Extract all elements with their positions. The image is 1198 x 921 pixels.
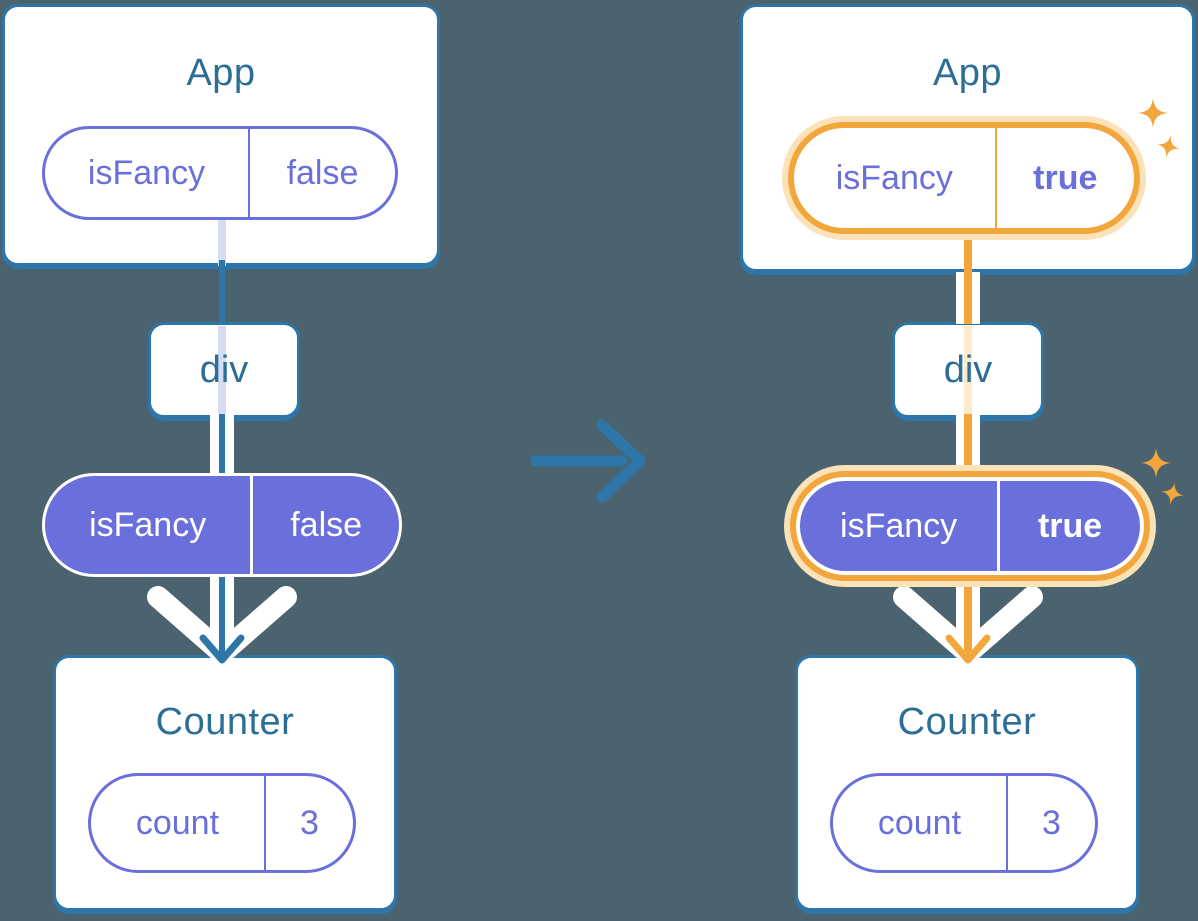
passed-prop-pill-before: isFancy false	[42, 473, 402, 577]
app-title: App	[186, 52, 256, 94]
state-name-label: count	[833, 776, 1008, 870]
passed-prop-pill-after: isFancy true	[796, 477, 1144, 575]
state-value-label: 3	[1041, 803, 1061, 842]
prop-value-label: true	[1033, 158, 1098, 197]
prop-name-label: isFancy	[45, 129, 250, 217]
app-prop-pill-after: isFancy true	[788, 122, 1140, 234]
prop-name-label: isFancy	[794, 128, 997, 228]
count-pill-before: count 3	[88, 773, 356, 873]
prop-value-label: true	[1037, 506, 1103, 545]
div-label: div	[199, 348, 249, 391]
state-name-label: count	[91, 776, 266, 870]
counter-title: Counter	[155, 701, 295, 743]
app-prop-pill-before: isFancy false	[42, 126, 398, 220]
sparkle-icon	[1141, 448, 1171, 478]
prop-name-label: isFancy	[800, 481, 1001, 571]
sparkle-icon	[1161, 482, 1184, 505]
prop-name-label: isFancy	[45, 476, 254, 574]
prop-value-label: false	[290, 505, 363, 544]
app-title: App	[932, 52, 1003, 94]
state-value-label: 3	[299, 803, 319, 842]
counter-title: Counter	[897, 701, 1037, 743]
count-pill-after: count 3	[830, 773, 1098, 873]
prop-value-label: false	[286, 153, 359, 192]
transition-arrow-icon	[530, 419, 646, 503]
div-label: div	[943, 348, 993, 391]
